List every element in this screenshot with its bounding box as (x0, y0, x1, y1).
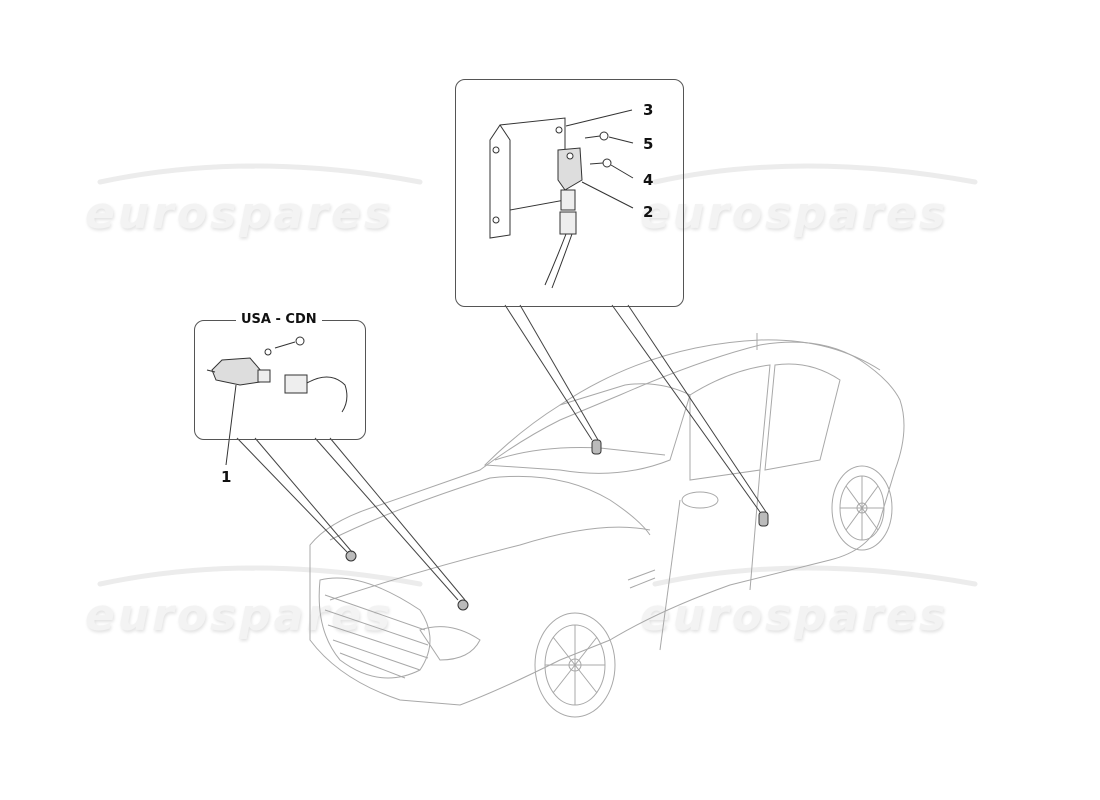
region-title-usa-cdn: USA - CDN (236, 313, 322, 326)
watermark-text: eurospares (640, 590, 949, 641)
watermark-text: eurospares (85, 590, 394, 641)
watermark-text: eurospares (85, 188, 394, 239)
front-sensor-illustration (206, 336, 348, 466)
callout-4: 4 (643, 171, 654, 189)
callout-5: 5 (643, 135, 654, 153)
callout-1: 1 (221, 468, 232, 486)
callout-2: 2 (643, 203, 654, 221)
upper-inset-box (455, 79, 684, 307)
left-inset-box (194, 320, 366, 440)
bracket-sensor-illustration (489, 109, 634, 289)
callout-3: 3 (643, 101, 654, 119)
watermark-text: eurospares (640, 188, 949, 239)
